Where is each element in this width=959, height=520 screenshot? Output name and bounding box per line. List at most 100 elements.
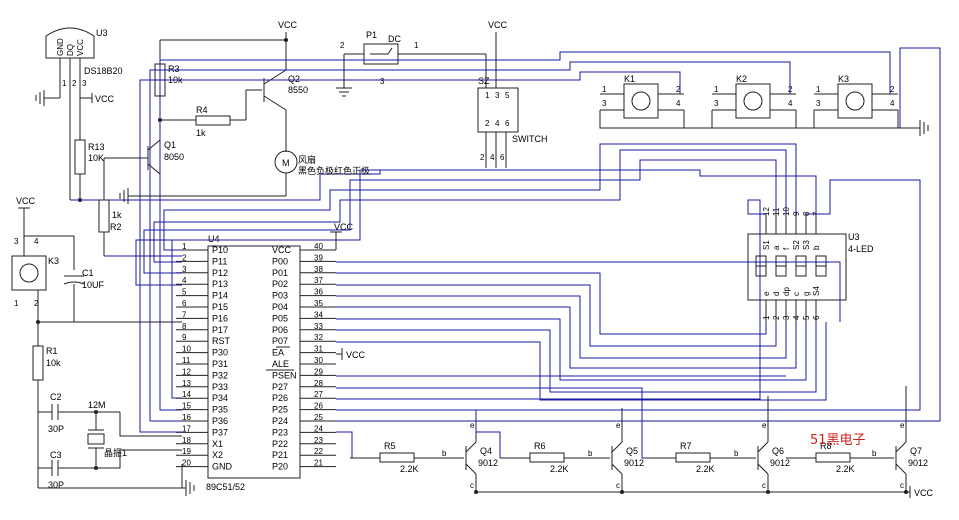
led-pin-number: 6 [812,315,821,320]
mcu-pin-number: 24 [314,424,323,433]
mcu-pin-number: 20 [182,459,191,468]
mcu-pin-number: 16 [182,413,191,422]
svg-text:30P: 30P [48,424,64,434]
svg-text:8050: 8050 [164,152,184,162]
mcu-pin-number: 10 [182,345,191,354]
led-pin-name: b [812,245,821,250]
mcu-pin-number: 6 [182,299,187,308]
mcu-pin-number: 9 [182,333,187,342]
svg-text:VCC: VCC [16,196,36,206]
mcu-pin-number: 35 [314,299,323,308]
resistor-r7 [675,452,711,463]
mcu-pin-number: 37 [314,276,323,285]
mcu-pin-name: P15 [212,302,228,312]
emitter-label: e [762,421,767,430]
svg-text:1: 1 [602,85,607,94]
mcu-pin-name: P04 [272,302,288,312]
transistor-value: 9012 [624,458,644,468]
emitter-label: c [900,481,904,490]
signal-wire [135,169,817,286]
svg-text:C2: C2 [50,392,62,402]
resistor-label: R5 [384,441,396,451]
resistor-value: 2.2K [696,464,715,474]
mcu-pin-name: X2 [212,450,223,460]
signal-wire [163,143,797,251]
digit-drivers: R52.2KbceQ49012R62.2KbceQ59012R72.2KbceQ… [336,375,928,494]
mcu-pin-name: EA [272,348,284,358]
emitter-label: e [900,421,905,430]
svg-text:VCC: VCC [488,20,508,30]
mcu-pin-name: P20 [272,462,288,472]
svg-text:30P: 30P [48,480,64,490]
svg-text:R2: R2 [110,222,122,232]
transistor-value: 9012 [908,458,928,468]
svg-text:2: 2 [34,299,39,308]
resistor-value: 2.2K [400,464,419,474]
mcu-pin-number: 11 [182,356,191,365]
svg-text:2: 2 [72,79,77,88]
mcu-pin-number: 18 [182,436,191,445]
brand-watermark: 51黑电子 [810,433,866,448]
led-pin-name: a [772,245,781,250]
svg-text:黑色负极红色正极: 黑色负极红色正极 [298,165,370,176]
mcu-pin-name: P30 [212,348,228,358]
mcu-pin-number: 39 [314,253,323,262]
mcu-pin-number: 33 [314,322,323,331]
led-pin-name: S1 [762,240,771,250]
mcu-pin-name: P03 [272,291,288,301]
svg-text:R4: R4 [196,105,208,115]
svg-text:U4: U4 [208,234,220,244]
svg-text:4-LED: 4-LED [848,244,874,254]
mcu-pin-name: P13 [212,279,228,289]
mcu-pin-number: 27 [314,390,323,399]
resistor-value: 2.2K [550,464,569,474]
base-label: b [442,449,447,458]
mcu-pin-name: P07 [272,336,288,346]
led-pin-number: 1 [762,315,771,320]
led-pin-number: 4 [792,315,801,320]
power-switch: SZ SWITCH 1 3 5 2 4 6 VCC 2 4 6 [477,20,548,168]
svg-text:DQ: DQ [66,44,75,56]
mcu-pin-name: P02 [272,279,288,289]
mcu-pin-number: 1 [182,242,187,251]
mcu-pin-name: P11 [212,256,227,266]
svg-text:4: 4 [34,237,39,246]
base-label: b [588,449,593,458]
resistor-r2: 1k R2 [98,158,122,256]
led-pin-name: d [772,292,781,296]
led-pin-name: S4 [812,286,821,296]
mcu-pin-name: P31 [212,359,228,369]
transistor-value: 9012 [770,458,790,468]
transistor-label: Q6 [772,446,784,456]
svg-text:3: 3 [816,99,821,108]
svg-text:5: 5 [505,91,510,100]
svg-text:10K: 10K [88,153,104,163]
signal-wire [336,47,941,422]
svg-text:3: 3 [14,237,19,246]
signal-wire [143,159,777,274]
svg-text:2: 2 [676,85,681,94]
emitter-label: c [762,481,766,490]
svg-text:VCC: VCC [334,222,354,232]
led-pin-name: c [792,292,801,296]
svg-text:1: 1 [816,85,821,94]
mcu-pin-name: P17 [212,325,228,335]
svg-text:晶振1: 晶振1 [104,447,127,458]
mcu-pin-name: P01 [272,268,288,278]
mcu-pin-name: P33 [212,382,228,392]
ds18b20-sensor: U3 DS18B20 GND DQ VCC 1 2 3 VCC [35,27,123,200]
mcu-pin-name: P00 [272,256,288,266]
resistor-r6 [529,452,565,463]
svg-text:1k: 1k [112,210,122,220]
mcu-pin-name: RST [212,336,231,346]
svg-text:C1: C1 [82,268,94,278]
svg-text:4: 4 [788,99,793,108]
emitter-label: e [616,421,621,430]
svg-text:R13: R13 [88,142,105,152]
mcu-pin-number: 25 [314,413,323,422]
signal-wire [336,306,797,369]
svg-text:U3: U3 [96,28,108,38]
mcu-pin-number: 8 [182,322,187,331]
svg-text:GND: GND [56,38,65,56]
